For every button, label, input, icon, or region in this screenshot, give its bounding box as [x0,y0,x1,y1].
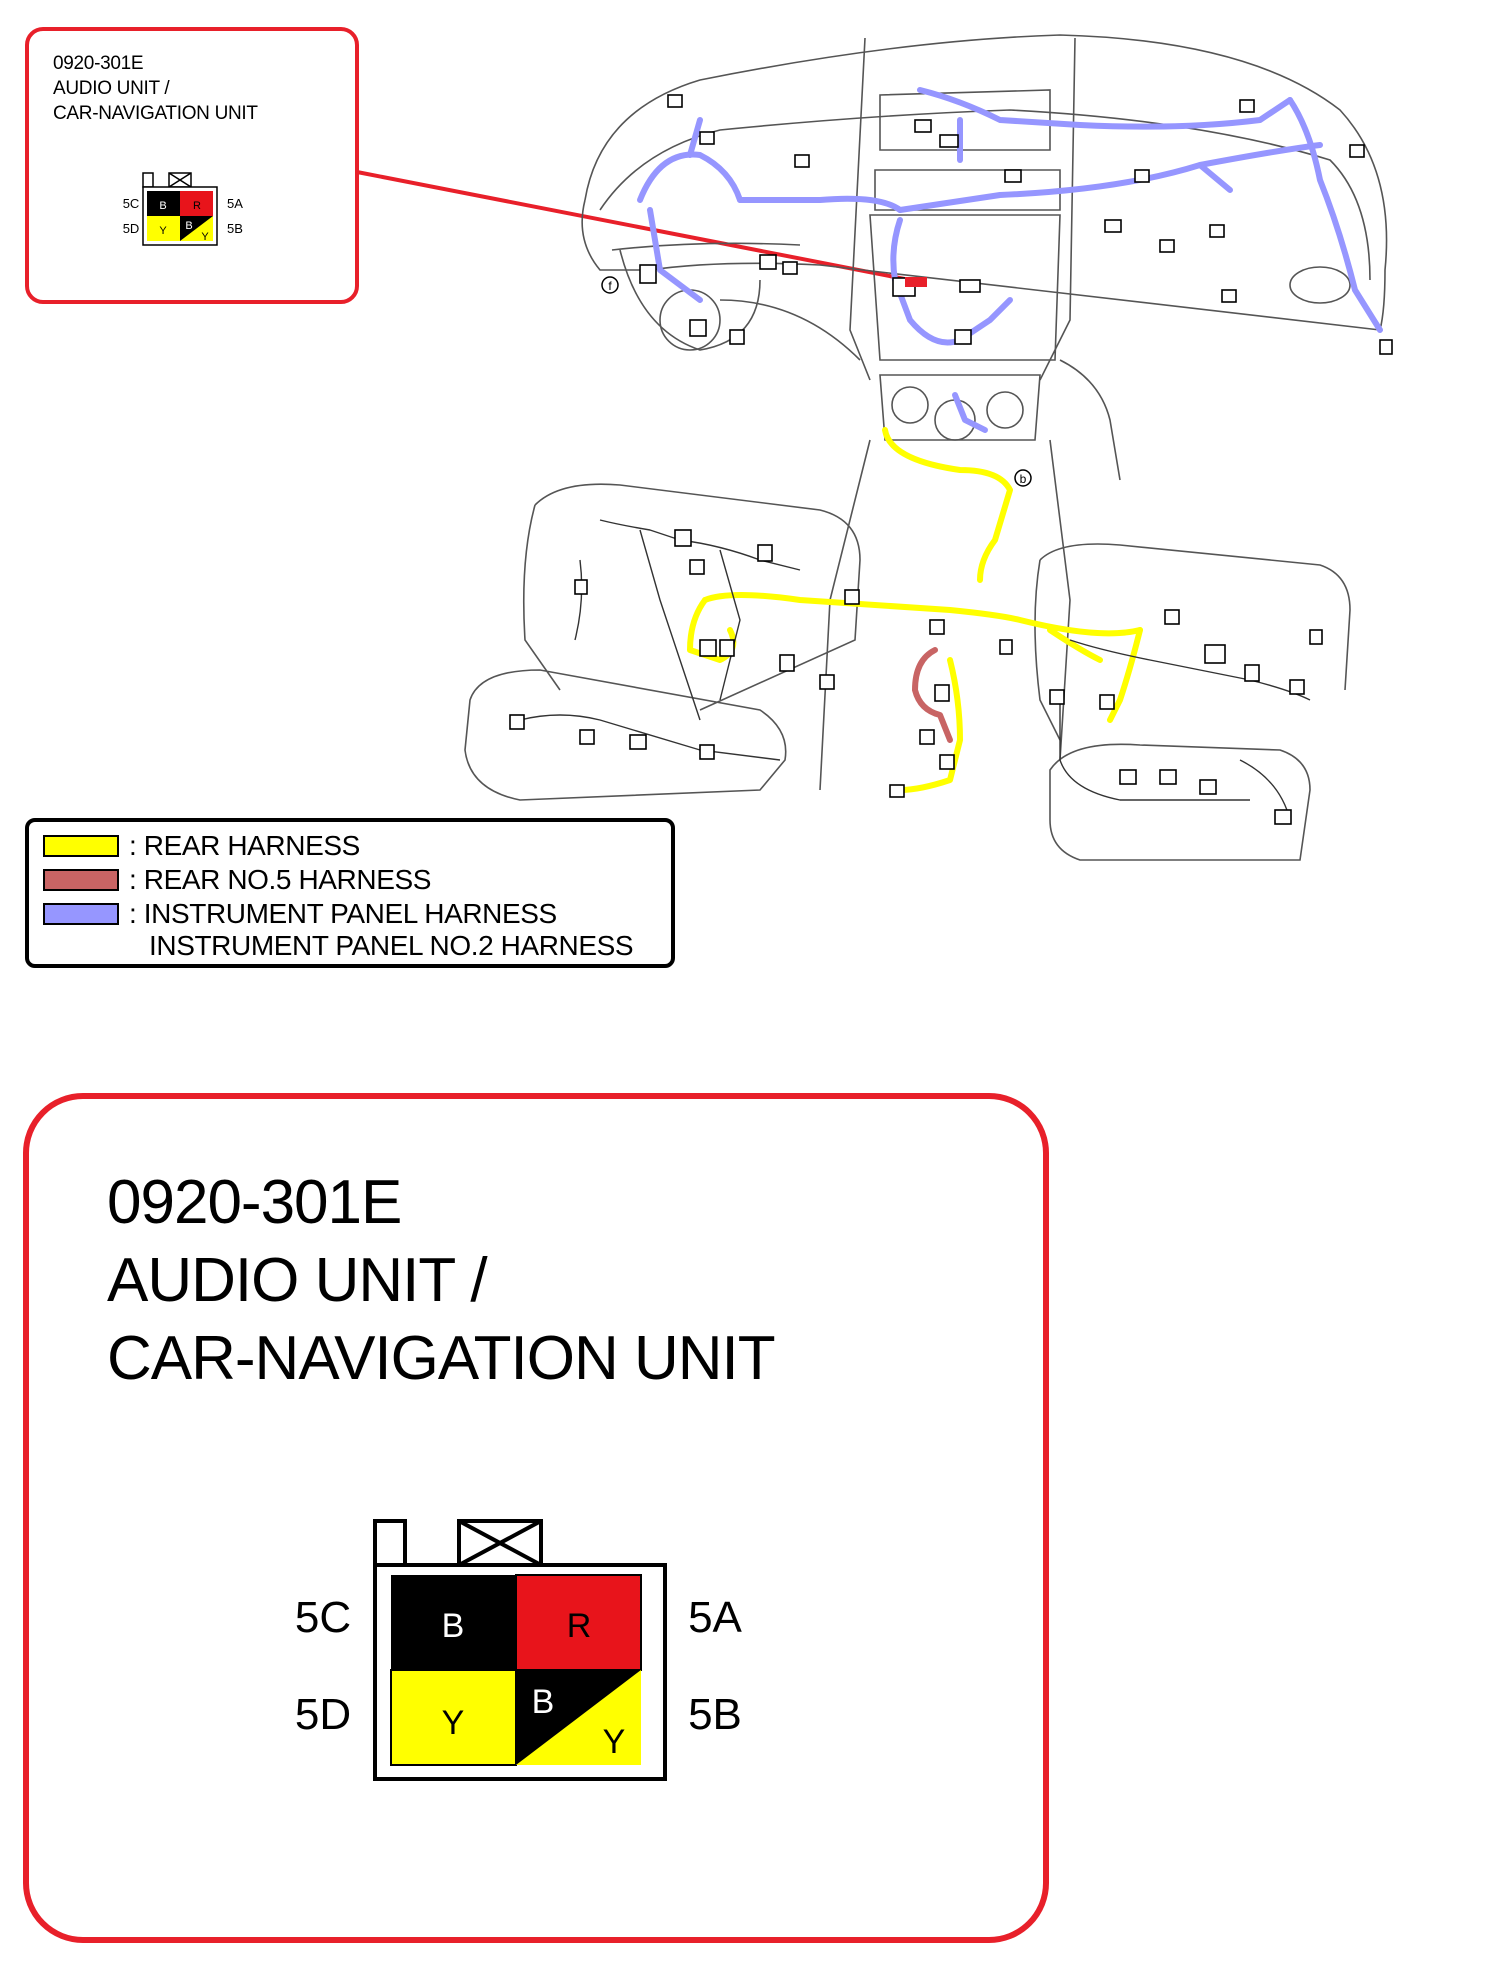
connector-name-line1: AUDIO UNIT / [53,78,170,99]
marker-b: b [1020,472,1027,486]
pin-5b-stripe-code-small: Y [201,231,209,243]
pin-5a-small [180,191,213,216]
callout-pointer-target [905,277,927,287]
legend-label-rear-no5: : REAR NO.5 HARNESS [129,864,432,895]
pin-label-5a-small: 5A [227,196,243,211]
connector-boxes [509,94,1393,825]
connector-face-small: B R Y B Y 5C 5D 5A 5B [123,172,243,246]
legend-item-rear: : REAR HARNESS [43,830,360,862]
pin-5c-small [147,191,180,216]
pin-label-5d: 5D [295,1690,351,1739]
pin-label-5c-small: 5C [123,196,140,211]
connector-title-large: 0920-301E AUDIO UNIT / CAR-NAVIGATION UN… [107,1164,776,1398]
connector-face-large: B R Y B Y 5C 5D 5A 5B [295,1519,743,1781]
connector-code: 0920-301E [53,53,144,74]
legend-label-instrument-panel-no2: INSTRUMENT PANEL NO.2 HARNESS [149,930,634,961]
pin-label-5c: 5C [295,1593,351,1642]
pin-label-5a: 5A [688,1593,742,1642]
instrument-panel-harness [637,87,1383,433]
connector-callout-small: 0920-301E AUDIO UNIT / CAR-NAVIGATION UN… [25,27,359,304]
dashboard-outline [581,34,1388,791]
legend-swatch-instrument-panel [43,903,119,925]
rear-no5-harness [912,647,953,743]
pin-5d [390,1669,517,1766]
pin-5d-small [147,216,180,241]
connector-name-line2: CAR-NAVIGATION UNIT [53,103,258,124]
pin-5a [515,1574,642,1671]
marker-b-circle [1014,469,1032,487]
legend-label-rear: : REAR HARNESS [129,830,360,861]
pin-5a-code: R [567,1607,592,1645]
connector-name-line2-large: CAR-NAVIGATION UNIT [107,1324,776,1393]
connector-title-small: 0920-301E AUDIO UNIT / CAR-NAVIGATION UN… [53,51,258,126]
seat-outlines [464,483,1351,861]
rear-harness [687,427,1143,793]
legend-item-rear-no5: : REAR NO.5 HARNESS [43,864,431,896]
pin-5d-code-small: Y [159,225,167,237]
connector-callout-large: 0920-301E AUDIO UNIT / CAR-NAVIGATION UN… [23,1093,1049,1943]
marker-f: f [608,279,612,293]
pin-label-5b-small: 5B [227,221,243,236]
connector-name-line1-large: AUDIO UNIT / [107,1246,488,1315]
pin-5c-code: B [442,1607,465,1645]
pin-label-5d-small: 5D [123,221,140,236]
pin-5b-main-code: B [532,1683,555,1721]
marker-f-circle [601,276,619,294]
legend-swatch-rear-no5 [43,869,119,891]
pin-5b-stripe-code: Y [603,1723,626,1761]
legend-label-instrument-panel: : INSTRUMENT PANEL HARNESS [129,898,557,929]
callout-pointer-line [356,170,921,284]
legend-swatch-rear [43,835,119,857]
pin-5a-code-small: R [193,200,201,212]
pin-5b-stripe [516,1670,641,1765]
harness-legend: : REAR HARNESS : REAR NO.5 HARNESS : INS… [25,818,675,968]
legend-item-instrument-panel: : INSTRUMENT PANEL HARNESS [43,898,557,930]
pin-5c [391,1575,516,1670]
connector-code-large: 0920-301E [107,1168,402,1237]
pin-5c-code-small: B [159,200,166,212]
pin-5b-main-code-small: B [185,220,192,232]
pin-5d-code: Y [442,1704,465,1742]
pin-label-5b: 5B [688,1690,742,1739]
